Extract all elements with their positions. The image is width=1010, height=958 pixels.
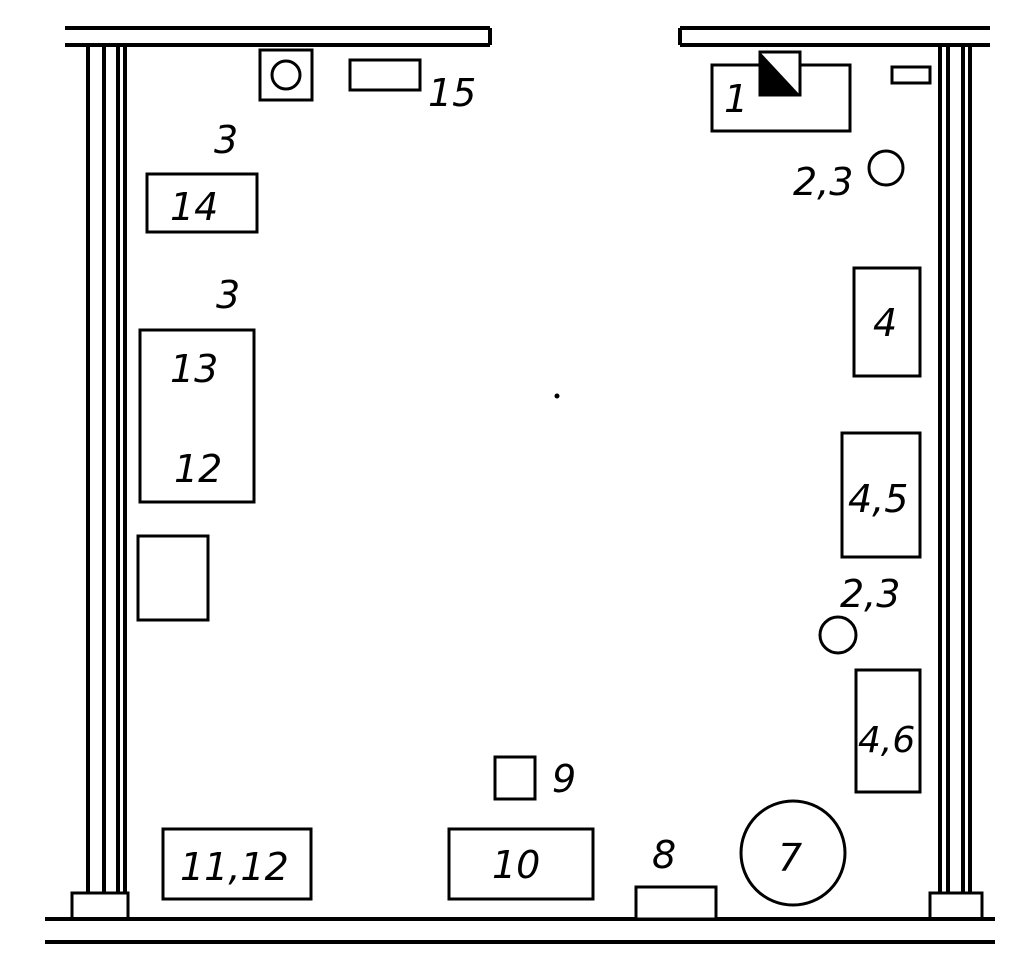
item-10-box [447,827,595,901]
item-3-top-label: 3 [214,118,238,162]
top-left-circle [270,59,302,91]
center-dot [554,393,560,399]
left-column-base [70,891,130,921]
item-2-3-bottom-label: 2,3 [840,572,900,616]
item-1-label: 1 [724,77,748,121]
item-11-12-box [161,827,313,901]
left-wall [70,45,130,921]
item-4-label: 4 [873,301,897,345]
item-10-label: 10 [492,843,540,887]
item-13-12-box [138,328,256,504]
item-15-box [348,58,422,92]
item-2-3-top-label: 2,3 [793,160,853,204]
item-2-3-top-circle [867,149,905,187]
item-7-circle [739,799,847,907]
item-4-6-box [854,668,922,794]
top-right-small-rect [890,65,932,85]
item-2-3-bottom-circle [818,615,858,655]
item-8-box [634,885,718,921]
item-8-label: 8 [652,833,676,877]
item-3-mid-label: 3 [216,273,240,317]
item-9-box [493,755,537,801]
item-7-label: 7 [778,836,802,880]
item-12-label: 12 [174,447,222,491]
item-14-box [145,172,259,234]
top-wall [65,26,990,47]
item-4-box [852,266,922,378]
item-13-label: 13 [170,347,218,391]
right-wall [928,45,984,921]
left-empty-box [136,534,210,622]
item-4-5-label: 4,5 [848,477,908,521]
item-14-label: 14 [170,185,218,229]
item-4-5-box [840,431,922,559]
item-1-marker-fill [760,52,800,95]
bottom-wall [45,917,995,944]
item-15-label: 15 [428,71,476,115]
item-4-6-label: 4,6 [858,720,915,761]
item-9-label: 9 [552,757,576,801]
item-11-12-label: 11,12 [180,845,289,889]
right-column-base [928,891,984,921]
